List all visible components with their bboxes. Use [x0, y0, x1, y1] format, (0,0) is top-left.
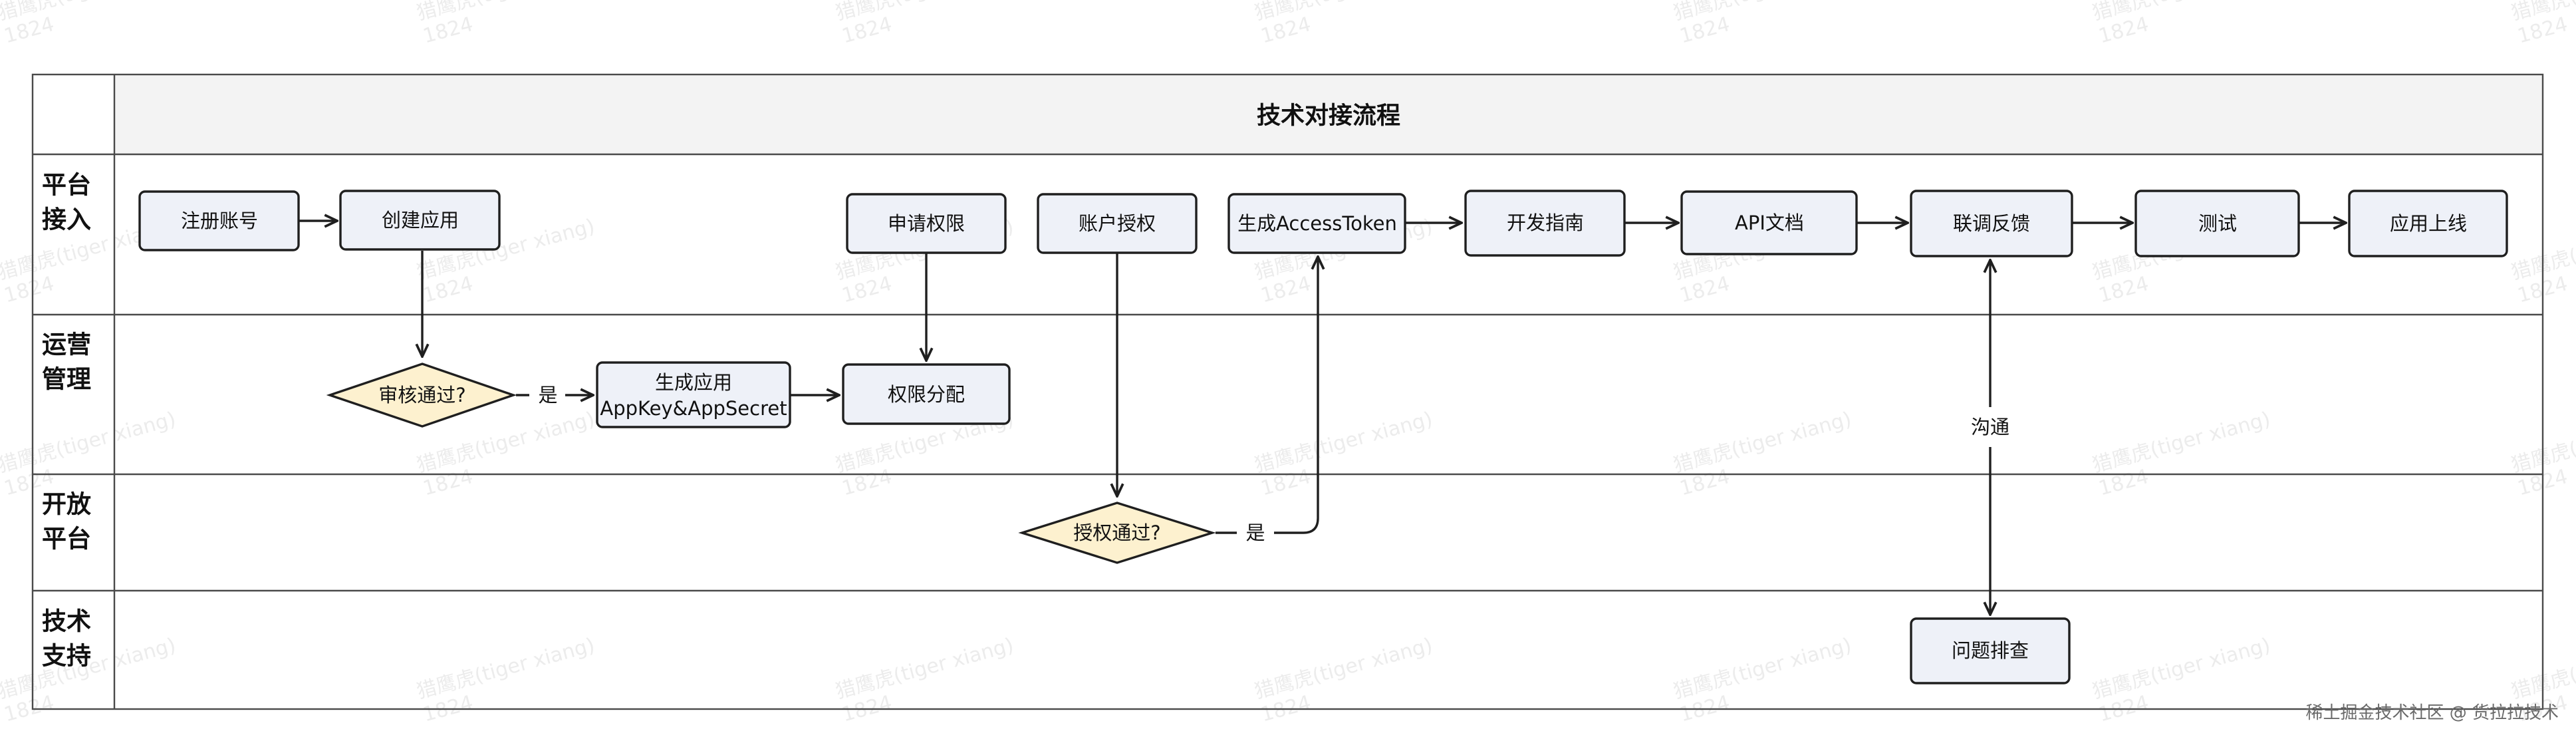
lane-label-support-line2: 支持 — [42, 642, 91, 670]
lane-label-support-line1: 技术 — [42, 607, 91, 636]
node-apply-perm-label: 申请权限 — [888, 212, 965, 235]
node-dev-guide-label: 开发指南 — [1507, 212, 1584, 234]
node-apply-perm[interactable] — [846, 193, 1007, 254]
node-test[interactable] — [2134, 190, 2300, 257]
watermark-text: 猎鹰虎(tiger xiang)1824 — [1252, 634, 1441, 727]
node-joint-debug-label: 联调反馈 — [1953, 212, 2030, 235]
edge-label-communicate: 沟通 — [1971, 416, 2009, 438]
footer-credit: 稀土掘金技术社区 @ 货拉拉技术 — [2305, 703, 2559, 723]
lane-labels: 平台 接入 运营 管理 开放 平台 技术 支持 — [42, 171, 91, 670]
watermark-text: 猎鹰虎(tiger xiang)1824 — [0, 408, 184, 501]
watermark-text: 猎鹰虎(tiger xiang)1824 — [833, 0, 1022, 49]
lane-label-open-line2: 平台 — [42, 525, 91, 553]
watermark-text: 猎鹰虎(tiger xiang)1824 — [414, 408, 603, 501]
title-bar — [114, 74, 2543, 154]
node-api-doc[interactable] — [1680, 190, 1858, 255]
lane-label-ops-line1: 运营 — [42, 331, 91, 359]
node-register[interactable] — [138, 190, 300, 251]
watermark-text: 猎鹰虎(tiger xiang)1824 — [0, 0, 184, 49]
watermark-text: 猎鹰虎(tiger xiang)1824 — [1252, 0, 1441, 49]
node-go-live-label: 应用上线 — [2390, 212, 2467, 235]
edge-label-auth-yes: 是 — [1245, 521, 1265, 544]
node-joint-debug[interactable] — [1910, 190, 2073, 257]
node-api-doc-label: API文档 — [1735, 212, 1804, 234]
node-gen-keys[interactable] — [596, 361, 791, 428]
watermark-text: 猎鹰虎(tiger xiang)1824 — [414, 634, 603, 727]
watermark-text: 猎鹰虎(tiger xiang)1824 — [1671, 408, 1860, 501]
node-account-auth-label: 账户授权 — [1079, 212, 1156, 235]
node-labels: 注册账号 创建应用 申请权限 账户授权 生成AccessToken 开发指南 A… — [181, 209, 2467, 662]
watermark-text: 猎鹰虎(tiger xiang)1824 — [2090, 634, 2279, 727]
lane-label-platform-line1: 平台 — [42, 171, 91, 200]
watermark-text: 猎鹰虎(tiger xiang)1824 — [833, 634, 1022, 727]
watermark-text: 猎鹰虎(tiger xiang)1824 — [0, 634, 184, 727]
node-test-label: 测试 — [2198, 212, 2237, 235]
frame-outline — [31, 73, 2544, 710]
node-troubleshoot[interactable] — [1910, 617, 2071, 684]
node-create-app[interactable] — [339, 190, 501, 251]
decision-review[interactable] — [326, 363, 517, 428]
watermark-text: 猎鹰虎(tiger xiang)1824 — [414, 0, 603, 49]
watermark-text: 猎鹰虎(tiger xiang)1824 — [2090, 0, 2279, 49]
node-perm-assign-label: 权限分配 — [888, 383, 965, 406]
watermark-text: 猎鹰虎(tiger xiang)1824 — [2090, 408, 2279, 501]
node-account-auth[interactable] — [1037, 193, 1198, 254]
swimlane-frame — [31, 73, 2544, 710]
node-go-live[interactable] — [2348, 190, 2508, 257]
process-nodes — [138, 190, 2508, 684]
node-gen-token-label: 生成AccessToken — [1237, 212, 1397, 235]
watermark-text: 猎鹰虎(tiger xiang)1824 — [1671, 0, 1860, 49]
node-perm-assign[interactable] — [842, 363, 1011, 425]
node-gen-keys-label-line1: 生成应用 — [655, 371, 732, 394]
edge-auth-yes-to-token — [1274, 257, 1318, 534]
connectors — [299, 221, 2346, 615]
watermark-text: 猎鹰虎(tiger xiang)1824 — [2509, 0, 2576, 49]
node-gen-keys-label-line2: AppKey&AppSecret — [600, 397, 787, 420]
decision-auth[interactable] — [1018, 502, 1216, 564]
lane-label-platform-line2: 接入 — [42, 206, 91, 234]
node-troubleshoot-label: 问题排查 — [1952, 639, 2029, 662]
node-gen-token[interactable] — [1227, 193, 1406, 254]
decision-auth-label: 授权通过? — [1073, 521, 1160, 544]
decision-review-label: 审核通过? — [378, 384, 465, 406]
node-dev-guide[interactable] — [1464, 190, 1626, 257]
lane-label-ops-line2: 管理 — [42, 365, 91, 394]
watermark-text: 猎鹰虎(tiger xiang)1824 — [1252, 408, 1441, 501]
node-register-label: 注册账号 — [181, 210, 258, 232]
lane-label-open-line1: 开放 — [42, 490, 91, 519]
decision-nodes — [326, 363, 1216, 564]
diagram-title: 技术对接流程 — [1257, 102, 1400, 130]
watermark-text: 猎鹰虎(tiger xiang)1824 — [1671, 634, 1860, 727]
node-create-app-label: 创建应用 — [382, 209, 459, 231]
edge-label-review-yes: 是 — [538, 384, 557, 406]
